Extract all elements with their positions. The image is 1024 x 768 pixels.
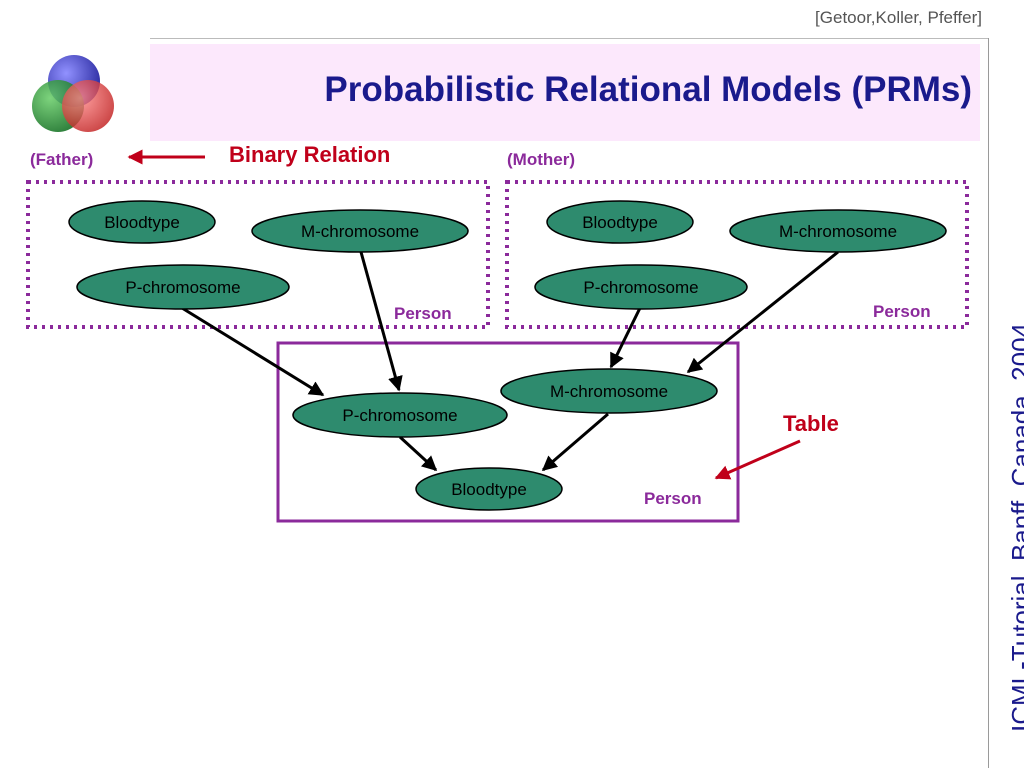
child-bloodtype-node: Bloodtype <box>415 467 563 511</box>
mother-m-chromosome-label: M-chromosome <box>779 222 897 241</box>
child-person-label: Person <box>644 489 702 508</box>
arrow-mother-p-to-child-m <box>609 307 642 369</box>
father-m-chromosome-label: M-chromosome <box>301 222 419 241</box>
mother-bloodtype-label: Bloodtype <box>582 213 658 232</box>
father-person-box <box>26 180 490 329</box>
table-label: Table <box>783 411 839 436</box>
child-person-box <box>276 341 740 523</box>
title-band <box>150 44 980 141</box>
child-p-chromosome-node: P-chromosome <box>292 392 508 438</box>
mother-p-chromosome-node: P-chromosome <box>534 264 748 310</box>
binary-relation-label: Binary Relation <box>229 142 391 167</box>
child-bloodtype-label: Bloodtype <box>451 480 527 499</box>
arrow-child-p-to-blood <box>398 435 438 472</box>
venn-circles-icon <box>32 55 114 132</box>
father-label: (Father) <box>30 150 94 169</box>
father-m-chromosome-node: M-chromosome <box>251 209 469 253</box>
mother-person-box <box>505 180 969 329</box>
arrow-child-m-to-blood <box>541 412 609 472</box>
child-m-chromosome-node: M-chromosome <box>500 368 718 414</box>
citation: [Getoor,Koller, Pfeffer] <box>815 8 982 27</box>
child-p-chromosome-label: P-chromosome <box>342 406 457 425</box>
father-bloodtype-label: Bloodtype <box>104 213 180 232</box>
right-rule <box>988 38 989 768</box>
mother-bloodtype-node: Bloodtype <box>546 200 694 244</box>
page-title: Probabilistic Relational Models (PRMs) <box>324 70 972 109</box>
arrow-father-m-to-child-p <box>359 251 403 392</box>
table-arrow <box>714 439 801 480</box>
child-m-chromosome-label: M-chromosome <box>550 382 668 401</box>
mother-p-chromosome-label: P-chromosome <box>583 278 698 297</box>
top-rule <box>150 38 988 39</box>
mother-m-chromosome-node: M-chromosome <box>729 209 947 253</box>
mother-label: (Mother) <box>507 150 575 169</box>
arrow-mother-m-to-child-m <box>686 250 839 374</box>
mother-person-label: Person <box>873 302 931 321</box>
father-p-chromosome-node: P-chromosome <box>76 264 290 310</box>
father-bloodtype-node: Bloodtype <box>68 200 216 244</box>
arrow-father-p-to-child-p <box>181 306 325 397</box>
father-person-label: Person <box>394 304 452 323</box>
father-p-chromosome-label: P-chromosome <box>125 278 240 297</box>
